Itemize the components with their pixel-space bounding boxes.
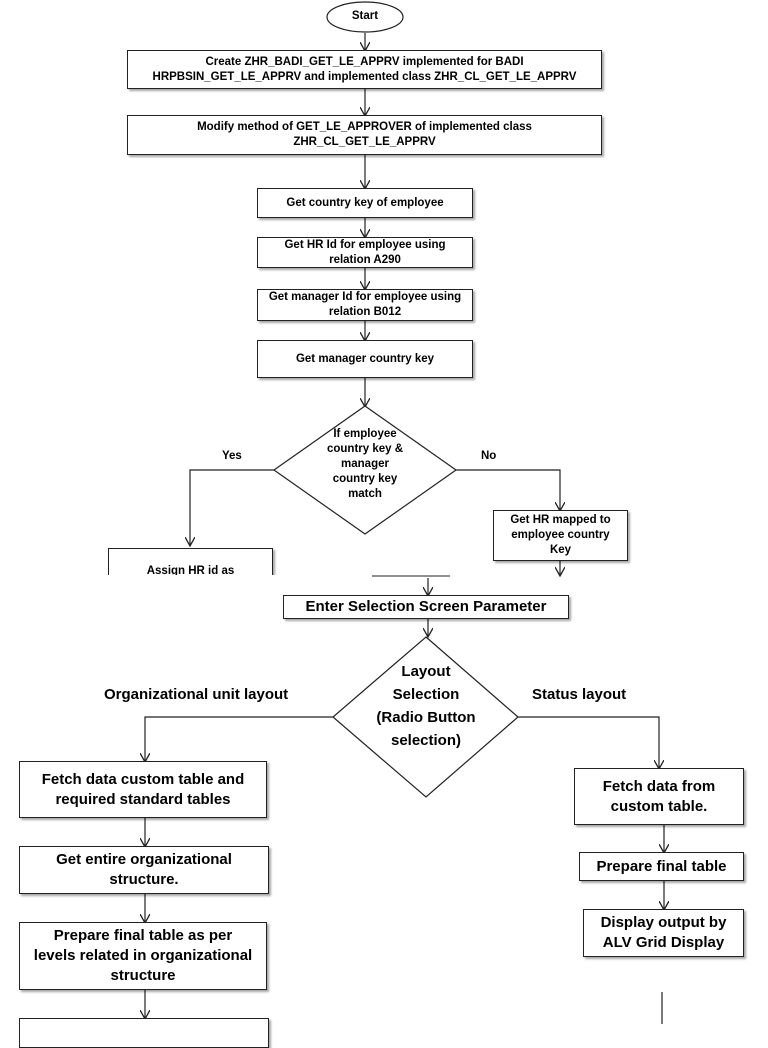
layout-selection-decision bbox=[332, 636, 519, 798]
next-step-partial bbox=[19, 1018, 269, 1048]
get-org-structure-step: Get entire organizational structure. bbox=[19, 846, 269, 894]
start-terminal bbox=[326, 1, 404, 33]
employee-country-decision-text: If employee country key & manager countr… bbox=[326, 428, 404, 500]
start-label: Start bbox=[351, 10, 379, 22]
assign-hr-text: Assign HR id as bbox=[146, 565, 235, 575]
get-country-key-text: Get country key of employee bbox=[286, 196, 444, 209]
enter-selection-text: Enter Selection Screen Parameter bbox=[305, 598, 547, 615]
employee-country-decision bbox=[272, 405, 458, 535]
display-alv-text: Display output by ALV Grid Display bbox=[600, 914, 727, 951]
fetch-custom-step: Fetch data from custom table. bbox=[574, 768, 744, 825]
enter-selection-step: Enter Selection Screen Parameter bbox=[283, 595, 569, 619]
fetch-custom-standard-step: Fetch data custom table and required sta… bbox=[19, 761, 267, 818]
get-manager-country-text: Get manager country key bbox=[295, 352, 435, 365]
flow1-connectors bbox=[190, 33, 560, 575]
get-org-structure-text: Get entire organizational structure. bbox=[56, 851, 232, 888]
prepare-final-step: Prepare final table bbox=[579, 852, 744, 881]
get-country-key-step: Get country key of employee bbox=[257, 188, 473, 218]
display-alv-step: Display output by ALV Grid Display bbox=[583, 909, 744, 957]
get-manager-id-text: Get manager Id for employee using relati… bbox=[268, 291, 462, 318]
prepare-final-levels-text: Prepare final table as per levels relate… bbox=[33, 927, 253, 984]
fetch-custom-text: Fetch data from custom table. bbox=[602, 777, 716, 815]
yes-label: Yes bbox=[222, 450, 242, 462]
assign-hr-step: Assign HR id as bbox=[108, 548, 273, 575]
get-manager-country-step: Get manager country key bbox=[257, 340, 473, 378]
flowchart-canvas bbox=[0, 1, 768, 1024]
create-badi-step: Create ZHR_BADI_GET_LE_APPRV implemented… bbox=[127, 50, 602, 89]
modify-method-step: Modify method of GET_LE_APPROVER of impl… bbox=[127, 115, 602, 155]
no-label: No bbox=[481, 450, 497, 462]
create-badi-text: Create ZHR_BADI_GET_LE_APPRV implemented… bbox=[152, 55, 577, 83]
get-hr-id-step: Get HR Id for employee using relation A2… bbox=[257, 237, 473, 268]
get-hr-id-text: Get HR Id for employee using relation A2… bbox=[284, 238, 446, 266]
status-layout-label: Status layout bbox=[532, 686, 627, 703]
flow1-clip-region: Assign HR id as bbox=[108, 548, 273, 575]
get-hr-mapped-text: Get HR mapped to employee country Key bbox=[510, 514, 611, 556]
get-manager-id-step: Get manager Id for employee using relati… bbox=[257, 289, 473, 321]
layout-selection-decision-text: Layout Selection (Radio Button selection… bbox=[376, 663, 476, 749]
fetch-custom-standard-text: Fetch data custom table and required sta… bbox=[41, 770, 245, 808]
prepare-final-levels-step: Prepare final table as per levels relate… bbox=[19, 922, 267, 990]
flow2-connectors bbox=[145, 578, 664, 1024]
org-unit-layout-label: Organizational unit layout bbox=[104, 686, 289, 703]
prepare-final-text: Prepare final table bbox=[596, 857, 727, 875]
modify-method-text: Modify method of GET_LE_APPROVER of impl… bbox=[197, 121, 532, 148]
get-hr-mapped-step: Get HR mapped to employee country Key bbox=[493, 510, 628, 561]
